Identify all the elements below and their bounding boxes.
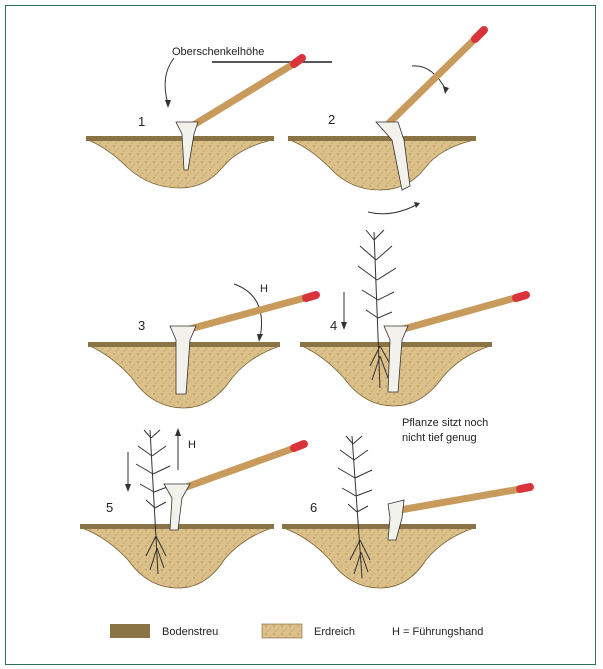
hand-marker-3: H — [260, 283, 268, 295]
soil-mound-2 — [290, 140, 474, 190]
hoe-handle-5 — [178, 446, 300, 490]
hoe-tip-6 — [520, 487, 530, 489]
litter-layer-1 — [86, 136, 274, 141]
soil-mound-5 — [82, 528, 272, 588]
step-number-2: 2 — [328, 112, 335, 127]
step-6: 6 — [282, 436, 530, 588]
hoe-tip-2 — [475, 30, 484, 39]
hoe-handle-6 — [400, 488, 526, 510]
legend-litter-swatch — [110, 624, 150, 638]
step-1: Oberschenkelhöhe 1 — [86, 46, 332, 188]
legend: Bodenstreu Erdreich H = Führungshand — [110, 624, 483, 638]
height-label: Oberschenkelhöhe — [172, 46, 264, 58]
hoe-tip-3 — [306, 295, 316, 298]
hoe-blade-5 — [164, 484, 190, 530]
hand-marker-5: H — [188, 439, 196, 451]
step-number-5: 5 — [106, 500, 113, 515]
step-5: 5 H — [80, 428, 304, 588]
hoe-handle-3 — [186, 296, 312, 330]
legend-soil-label: Erdreich — [314, 626, 355, 638]
step-4: 4 Pflanze sitzt noch nicht tief genug — [300, 230, 526, 444]
pull-arrow-2 — [368, 204, 418, 214]
soil-mound-1 — [88, 140, 272, 188]
hoe-tip-4 — [516, 295, 526, 298]
legend-hand-label: H = Führungshand — [392, 626, 483, 638]
step-3: 3 H — [88, 283, 316, 408]
step-2: 2 — [288, 30, 484, 214]
hoe-handle-2 — [388, 34, 480, 124]
note-line-1: Pflanze sitzt noch — [402, 417, 488, 429]
step-number-6: 6 — [310, 500, 317, 515]
step-number-3: 3 — [138, 318, 145, 333]
hoe-handle-1 — [192, 60, 300, 126]
step-number-1: 1 — [138, 114, 145, 129]
note-line-2: nicht tief genug — [402, 432, 477, 444]
legend-soil-swatch — [262, 624, 302, 638]
hoe-handle-4 — [400, 296, 522, 330]
step-number-4: 4 — [330, 318, 337, 333]
soil-mound-6 — [284, 528, 474, 588]
hoe-tip-5 — [294, 444, 304, 448]
litter-layer-6 — [282, 524, 476, 529]
down-arrow-1 — [165, 58, 174, 104]
litter-layer-2 — [288, 136, 476, 141]
hoe-tip-1 — [294, 58, 302, 64]
legend-litter-label: Bodenstreu — [162, 626, 218, 638]
